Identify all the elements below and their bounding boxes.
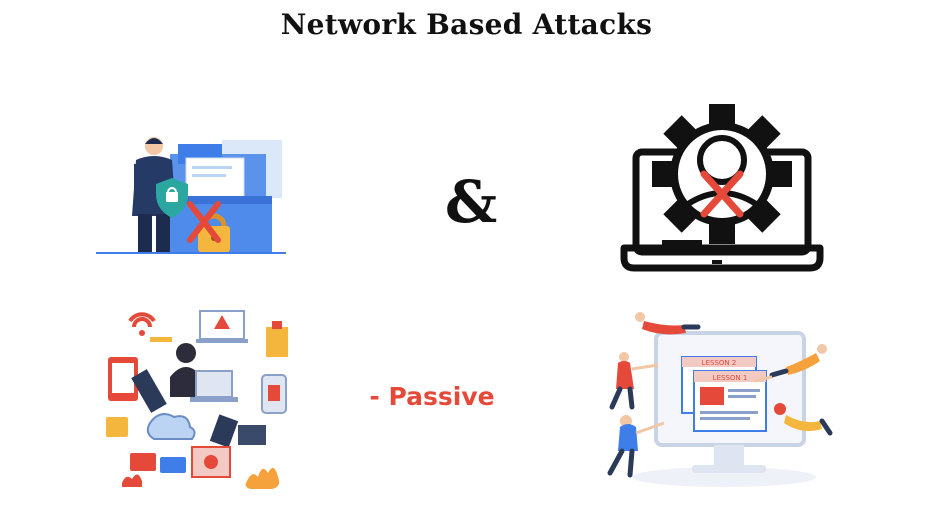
laptop-gear-icon bbox=[620, 104, 824, 272]
online-lessons-illustration: LESSON 2 LESSON 1 bbox=[607, 312, 833, 487]
passive-attack-label: - Passive bbox=[369, 382, 495, 411]
lesson-2-label: LESSON 2 bbox=[702, 359, 737, 367]
security-guard-illustration bbox=[96, 137, 286, 254]
slide-title: Network Based Attacks bbox=[280, 8, 653, 41]
cyber-threats-illustration bbox=[106, 310, 288, 489]
ampersand-connector: & bbox=[444, 168, 498, 236]
lesson-1-label: LESSON 1 bbox=[713, 374, 748, 382]
